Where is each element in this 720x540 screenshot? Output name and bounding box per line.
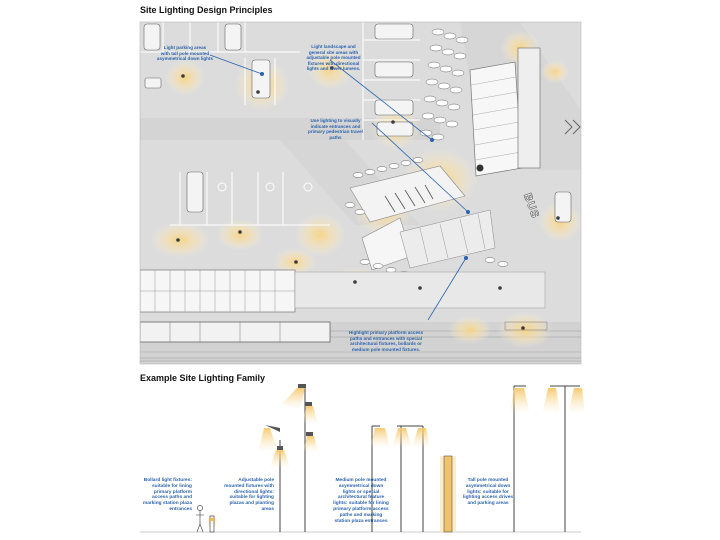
note-tall-pole-fixture: Tall pole mounted asymmetrical down ligh… (462, 478, 514, 507)
note-medium-pole-fixture: Medium pole mounted asymmetrical down li… (333, 478, 389, 524)
note-parking-lighting: Light parking areas with tall pole mount… (156, 45, 214, 62)
note-bollard-fixture: Bollard light fixtures: suitable for lin… (142, 478, 192, 512)
annotation-leaders (209, 54, 470, 321)
family-title: Example Site Lighting Family (140, 373, 266, 383)
plaza (349, 165, 496, 271)
architectural-feature-light (440, 455, 456, 533)
bus-shelter (469, 47, 541, 177)
note-landscape-lighting: Light landscape and general site areas w… (306, 44, 361, 72)
fixture-markers (176, 66, 560, 330)
note-entrance-lighting: Use lighting to visually indicate entran… (308, 118, 363, 140)
accessible-parking-icons (217, 182, 313, 192)
site-plan (140, 22, 581, 364)
adjustable-pole-fixtures (258, 384, 318, 532)
bollard-fixture (196, 505, 218, 533)
parked-cars (143, 23, 572, 223)
note-platform-lighting: Highlight primary platform access paths … (348, 330, 424, 352)
note-adjustable-fixture: Adjustable pole mounted fixtures with di… (224, 478, 274, 512)
parking-stalls (140, 22, 420, 226)
direction-arrows-icon (564, 119, 581, 135)
tall-pole-fixtures (510, 385, 585, 532)
medium-pole-fixtures (370, 425, 430, 532)
lighting-family-elevation (140, 384, 585, 533)
plan-title: Site Lighting Design Principles (140, 5, 273, 15)
rail-platform (140, 269, 581, 362)
